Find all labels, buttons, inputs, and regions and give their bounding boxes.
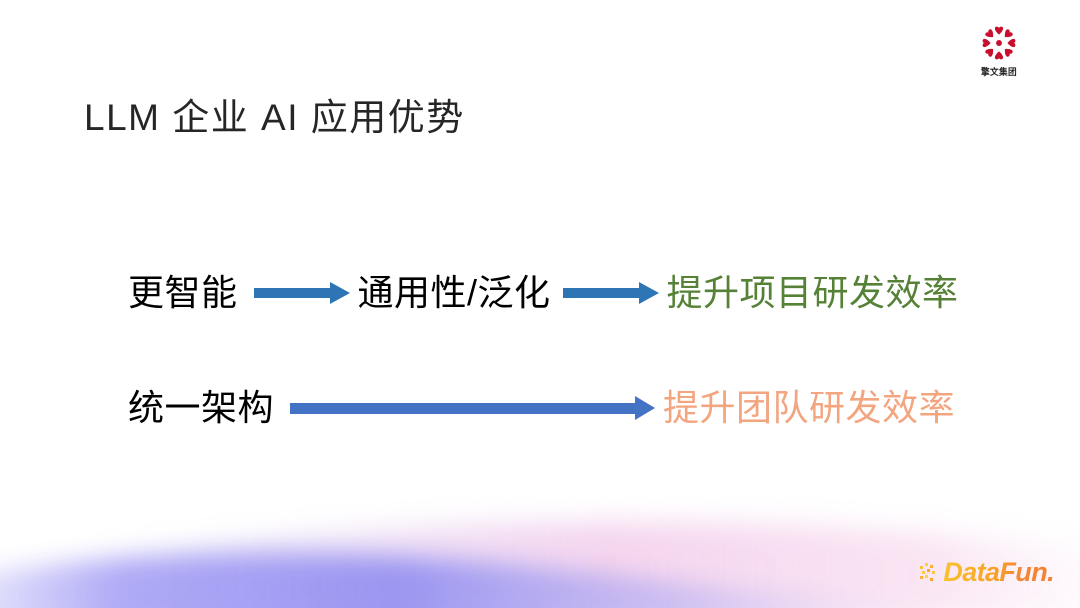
red-floral-pinwheel-icon bbox=[982, 26, 1016, 60]
corp-logo-name: 擎文集团 bbox=[980, 67, 1018, 77]
flow-row-1: 更智能 通用性/泛化 提升项目研发效率 bbox=[128, 265, 959, 321]
decorative-wave-purple bbox=[0, 554, 919, 608]
flow-step-more-intelligent: 更智能 bbox=[128, 272, 238, 313]
flow-outcome-project-efficiency: 提升项目研发效率 bbox=[666, 272, 959, 313]
pixel-dots-icon bbox=[920, 562, 936, 581]
arrow-right-icon-3 bbox=[290, 396, 656, 420]
decorative-wave-pink bbox=[0, 522, 1080, 608]
corp-logo: 擎文集团 bbox=[960, 22, 1038, 78]
flow-outcome-team-efficiency: 提升团队研发效率 bbox=[663, 387, 956, 428]
flow-step-unified-architecture: 统一架构 bbox=[128, 387, 275, 428]
flow-row-2: 统一架构 提升团队研发效率 bbox=[128, 380, 955, 436]
page-title: LLM 企业 AI 应用优势 bbox=[84, 96, 465, 138]
datafun-logo: DataFun. bbox=[919, 557, 1055, 587]
arrow-right-icon-2 bbox=[562, 282, 659, 304]
flow-step-generality: 通用性/泛化 bbox=[357, 272, 551, 313]
datafun-wordmark: DataFun. bbox=[943, 557, 1054, 587]
arrow-right-icon-1 bbox=[253, 282, 350, 304]
